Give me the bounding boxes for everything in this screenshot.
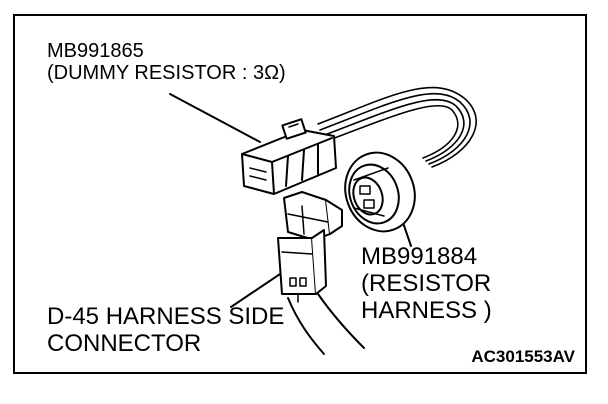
harness-cable [287,293,365,355]
resistor-harness-description-2: HARNESS ) [361,296,492,324]
resistor-harness-part-number: MB991884 [361,243,478,270]
figure-code: AC301553AV [471,346,575,366]
dummy-resistor-part-number: MB991865 [47,40,144,62]
label-dummy-resistor: MB991865 (DUMMY RESISTOR : 3Ω) [47,40,286,85]
leader-line-harness-connector [230,269,287,308]
label-harness-connector: D-45 HARNESS SIDE CONNECTOR [47,303,285,358]
resistor-harness-plug [344,151,416,233]
diagram-illustration [169,86,477,355]
harness-wires [317,86,477,168]
harness-connector-type: CONNECTOR [47,329,202,357]
harness-connector-name: D-45 HARNESS SIDE [47,303,285,330]
resistor-harness-description-1: (RESISTOR [361,269,492,297]
leader-line-dummy-resistor [169,93,261,143]
label-resistor-harness: MB991884 (RESISTOR HARNESS ) [361,243,492,325]
dummy-resistor-connector [241,118,337,195]
dummy-resistor-description: (DUMMY RESISTOR : 3Ω) [47,62,286,85]
diagram-frame: MB991865 (DUMMY RESISTOR : 3Ω) MB991884 … [13,14,587,374]
harness-side-connector [277,191,343,303]
